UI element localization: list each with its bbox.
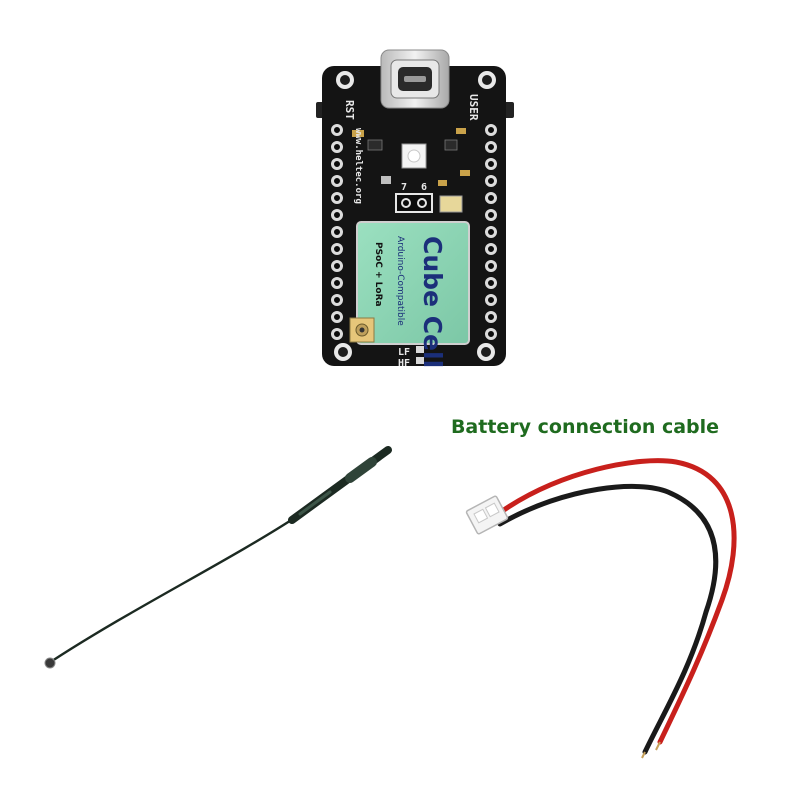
chip-label: PSoC + LoRa	[373, 242, 383, 307]
rgb-led	[401, 143, 427, 169]
lora-antenna	[44, 446, 392, 669]
mounting-holes	[334, 71, 496, 361]
jumper-header	[395, 193, 433, 213]
ipex-connector	[349, 317, 375, 343]
rst-label: RST	[343, 100, 356, 120]
battery-connector	[439, 195, 463, 213]
smd-components	[352, 128, 470, 186]
hf-label: HF	[398, 358, 410, 369]
url-label: www.heltec.org	[353, 128, 363, 204]
cable-caption: Battery connection cable	[450, 416, 720, 438]
pin7-label: 7	[401, 182, 407, 193]
subtitle-label: Arduino-Compatible	[395, 236, 405, 326]
lf-label: LF	[398, 347, 410, 358]
cubecell-dev-board: RST www.heltec.org USER 7 6 Cube Cell Ar…	[316, 49, 514, 369]
jst-connector	[465, 495, 509, 535]
ipex-plug	[44, 657, 56, 669]
right-pin-header	[485, 124, 497, 340]
user-label: USER	[467, 94, 480, 121]
battery-cable	[465, 458, 737, 759]
usb-c-connector	[380, 49, 450, 109]
left-pin-header	[331, 124, 343, 340]
cubecell-module: Cube Cell Arduino-Compatible PSoC + LoRa	[356, 221, 470, 368]
pin6-label: 6	[421, 182, 427, 193]
